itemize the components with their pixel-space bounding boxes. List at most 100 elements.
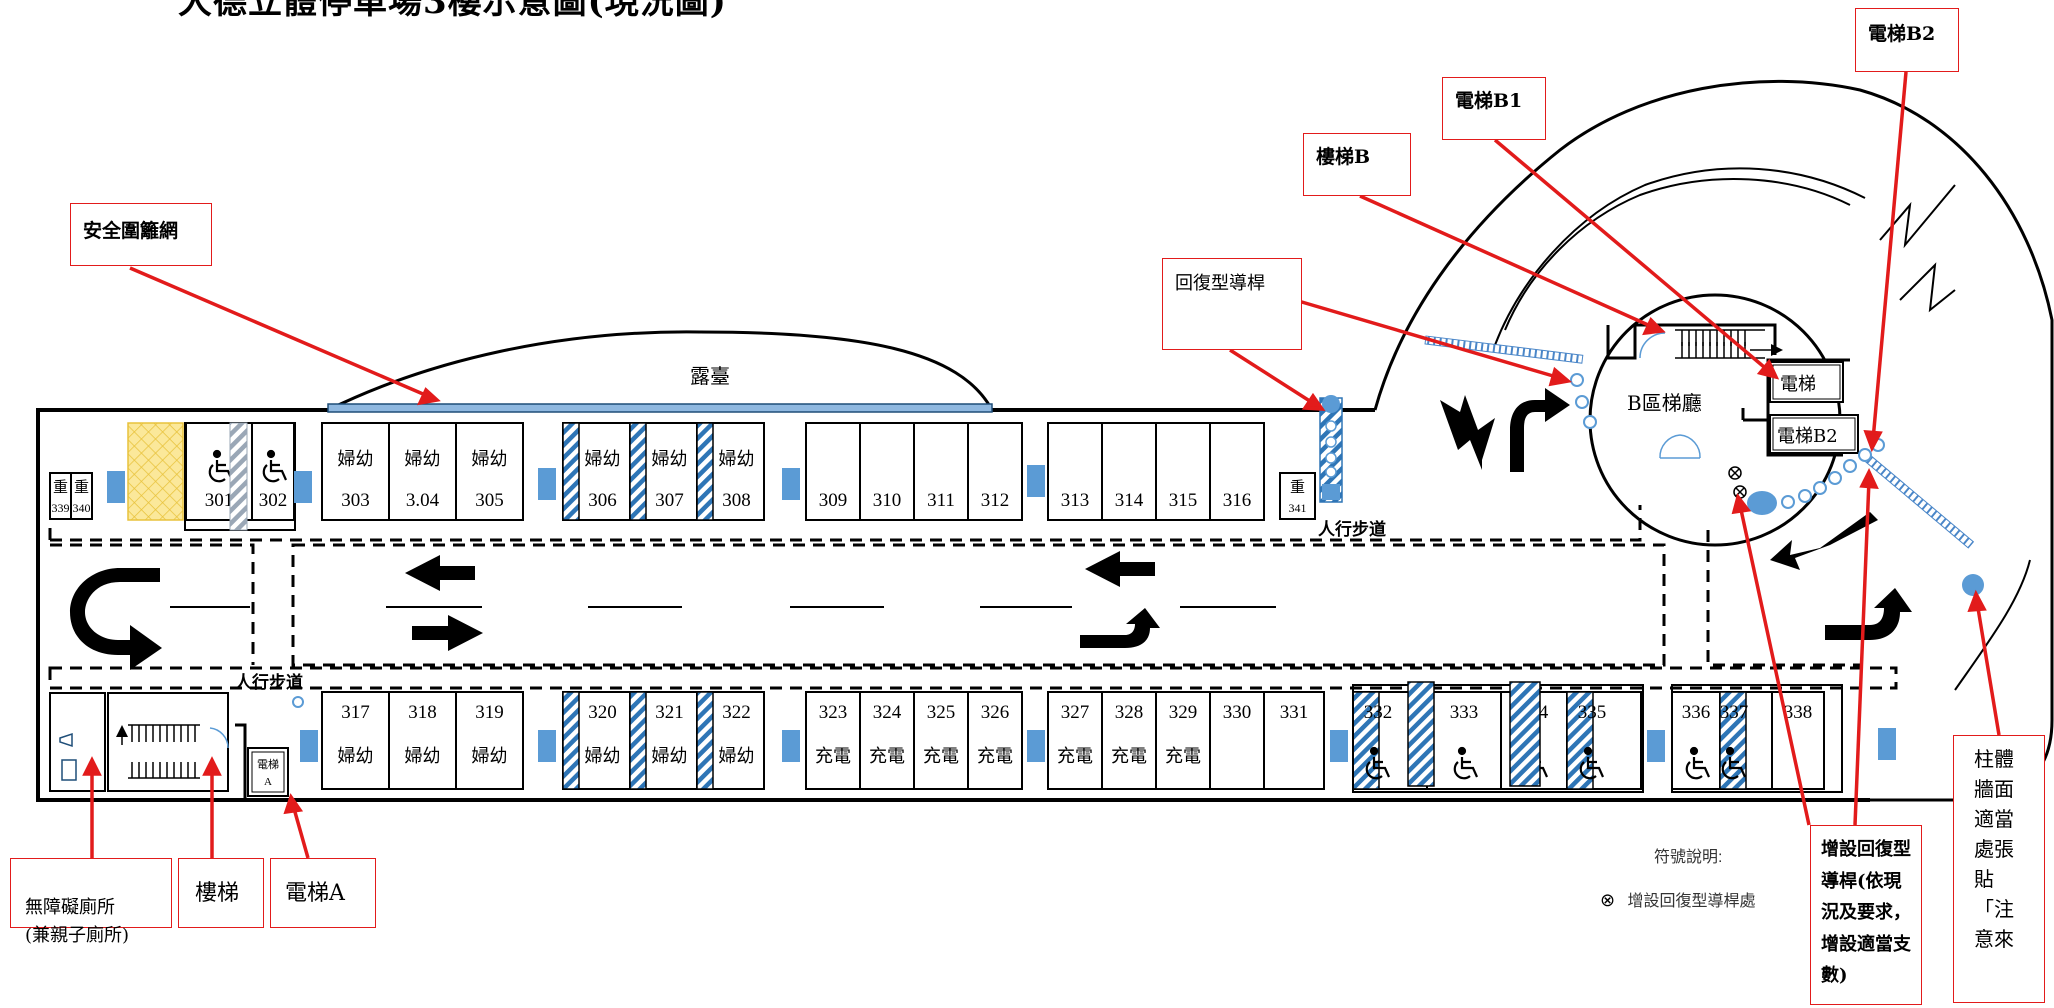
b-hall-doors [1659, 434, 1701, 459]
space-tag: 婦幼 [585, 449, 621, 469]
legend-item: 增設回復型導桿處 [1627, 893, 1756, 910]
callout-add-bollard-text: 增設回復型導桿(依現況及要求，增設適當支數) [1821, 839, 1911, 986]
wheelchair-icon [1721, 746, 1747, 780]
elevator-a-box [247, 747, 289, 797]
space-number: 333 [1450, 702, 1479, 723]
stair-room [107, 692, 229, 792]
stair-treads [116, 724, 200, 779]
parking-space-314: 314 [1101, 422, 1157, 521]
b-hall-interior [1319, 323, 1984, 596]
callout-bollard: 回復型導桿 [1162, 258, 1302, 350]
callout-column-note: 柱體牆面適當處張貼「注意來 [1953, 735, 2045, 1003]
space-tag: 充電 [1057, 746, 1093, 766]
callout-bollard-text: 回復型導桿 [1175, 273, 1265, 294]
space-number: 308 [722, 490, 751, 511]
wheelchair-icon [1365, 746, 1391, 780]
space-number: 317 [341, 702, 370, 723]
callout-lines [82, 71, 2001, 859]
parking-space-303: 婦幼 303 [321, 422, 390, 521]
space-number: 330 [1223, 702, 1252, 723]
walkway-label-upper: 人行步道 [1318, 520, 1386, 540]
space-number: 314 [1115, 490, 1144, 511]
space-number: 332 [1364, 702, 1393, 723]
callout-elevator-a-text: 電梯A [285, 881, 345, 906]
space-number: 302 [259, 490, 288, 511]
elevator-b2-box [1769, 414, 1859, 454]
space-number: 323 [819, 702, 848, 723]
space-number: 339 [52, 501, 70, 515]
columns [107, 465, 1896, 762]
parking-space-331: 331 [1263, 691, 1325, 790]
callout-safety-net: 安全圍籬網 [70, 203, 212, 266]
space-tag: 婦幼 [472, 746, 508, 766]
b-stair-treads [1675, 329, 1783, 359]
wheelchair-icon [262, 449, 288, 483]
terrace-label: 露臺 [690, 364, 730, 388]
space-number: 318 [408, 702, 437, 723]
walkway-label-lower: 人行步道 [235, 673, 303, 693]
bottom-parking-row: 317婦幼318婦幼319婦幼320婦幼321婦幼322婦幼323充電324充電… [321, 681, 1843, 793]
column [782, 468, 800, 500]
svg-text:A: A [264, 776, 272, 788]
space-number: 301 [205, 490, 234, 511]
building-shell [36, 79, 2054, 802]
elevator-a-wall [235, 723, 247, 800]
parking-space-312: 312 [967, 422, 1023, 521]
legend-title: 符號說明: [1654, 849, 1723, 866]
ramp-arrow-left [1440, 395, 1495, 470]
ramp-zigzag [1879, 184, 1956, 313]
space-number: 319 [475, 702, 504, 723]
right-arrow-1 [412, 615, 483, 651]
parking-space-322: 322 婦幼 [696, 691, 765, 790]
space-number: 337 [1720, 702, 1749, 723]
column [538, 730, 556, 762]
space-tag: 重 [1290, 479, 1305, 496]
terrace-railing [327, 403, 993, 413]
ramp-inner-ring [1504, 178, 1851, 331]
u-turn-arrow [70, 568, 162, 670]
elevator-b1-box [1769, 361, 1844, 403]
space-number: 331 [1280, 702, 1309, 723]
space-number: 321 [655, 702, 684, 723]
space-number: 305 [475, 490, 504, 511]
column [1027, 730, 1045, 762]
callout-elevator-a: 電梯A [270, 858, 376, 928]
space-number: 322 [722, 702, 751, 723]
column [1647, 730, 1665, 762]
parking-space-313: 313 [1047, 422, 1103, 521]
callout-stairs: 樓梯 [178, 858, 264, 928]
parking-space-319: 319 婦幼 [455, 691, 524, 790]
small-column-a [292, 696, 304, 708]
space-number: 336 [1682, 702, 1711, 723]
callout-toilet-text: 無障礙廁所 (兼親子廁所) [25, 896, 130, 946]
space-tag: 婦幼 [719, 746, 755, 766]
b-hall-label: B區梯廳 [1627, 391, 1702, 415]
callout-safety-net-text: 安全圍籬網 [83, 220, 179, 242]
space-number: 329 [1169, 702, 1198, 723]
ramp-outline [1373, 79, 2054, 802]
space-tag: 充電 [815, 746, 851, 766]
parking-space-315: 315 [1155, 422, 1211, 521]
toilet-room [49, 692, 106, 792]
callout-toilet: 無障礙廁所 (兼親子廁所) [10, 858, 172, 946]
space-tag: 婦幼 [338, 449, 374, 469]
space-number: 315 [1169, 490, 1198, 511]
turn-right-arrow [1080, 608, 1160, 648]
legend: 符號說明: ⊗ 增設回復型導桿處 [1600, 843, 1756, 911]
column [538, 468, 556, 500]
space-number: 340 [73, 501, 91, 515]
aisle-hatch [229, 422, 248, 531]
space-number: 303 [341, 490, 370, 511]
left-arrow-1 [405, 555, 475, 591]
callout-stair-b-text: 樓梯B [1316, 146, 1371, 168]
space-number: 320 [588, 702, 617, 723]
space-tag: 充電 [923, 746, 959, 766]
wheelchair-icon [1579, 746, 1605, 780]
